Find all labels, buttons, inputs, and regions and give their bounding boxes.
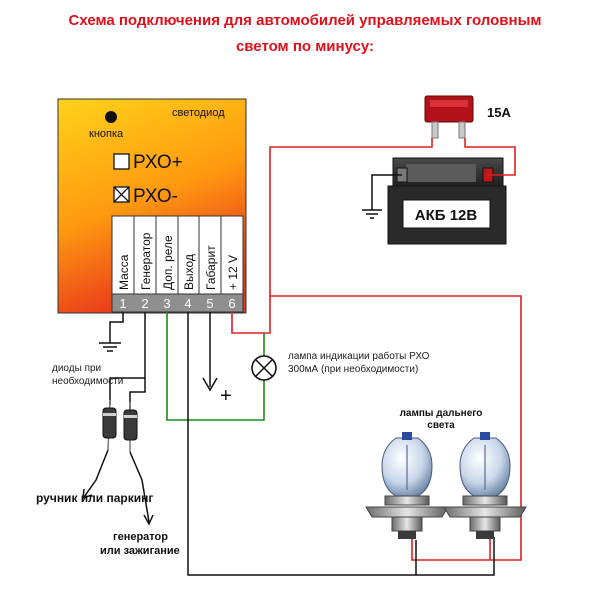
indicator-lamp-label-line-2: 300мА (при необходимости) [288, 363, 418, 375]
indicator-lamp-icon [251, 355, 277, 381]
battery-label: АКБ 12В [415, 207, 478, 224]
terminal-2-number: 2 [141, 296, 148, 311]
diodes-label-line-2: необходимости [52, 375, 123, 387]
generator-label-line-2: или зажигание [100, 545, 180, 557]
headlamp-left-icon [365, 432, 449, 539]
diode-2-icon [123, 402, 138, 452]
terminal-5-number: 5 [206, 296, 213, 311]
terminal-3-number: 3 [163, 296, 170, 311]
generator-label-line-1: генератор [113, 531, 168, 543]
button-label: кнопка [89, 128, 124, 140]
black-wires [83, 174, 495, 576]
headlamps-label-line-1: лампы дальнего [400, 408, 483, 419]
battery-icon [387, 157, 507, 245]
handbrake-arrow-icon [82, 488, 93, 500]
terminal-6-number: 6 [228, 296, 235, 311]
red-wires [231, 138, 522, 561]
mode-minus-label: РХО- [133, 186, 178, 207]
headlamp-right-icon [443, 432, 527, 539]
diode-1-icon [102, 399, 117, 451]
module-ground-icon [99, 342, 121, 352]
fuse-label: 15A [487, 105, 511, 120]
terminal-2-name: Генератор [139, 232, 153, 290]
terminal-1-name: Масса [117, 254, 131, 290]
mode-plus-checkbox[interactable] [113, 153, 130, 170]
terminal-6-name: + 12 V [226, 255, 240, 290]
fuse-icon [424, 95, 474, 139]
led-label: светодиод [172, 107, 225, 119]
diagram-title-line-2: светом по минусу: [235, 38, 375, 55]
diodes-label-line-1: диоды при [52, 363, 101, 374]
terminal-3-name: Доп. реле [161, 235, 175, 290]
plus-sign: + [220, 385, 232, 407]
battery-ground-icon [362, 209, 382, 219]
generator-arrow-icon [143, 514, 154, 526]
diagram-title-line-1: Схема подключения для автомобилей управл… [68, 12, 542, 29]
terminal-4-number: 4 [184, 296, 191, 311]
terminal-4-name: Выход [182, 254, 196, 290]
down-arrow-icon [202, 377, 218, 392]
terminal-block [111, 215, 244, 313]
mode-minus-checkbox[interactable] [113, 186, 130, 203]
green-wires [166, 312, 265, 421]
terminal-1-number: 1 [119, 296, 126, 311]
module-box: кнопка светодиод РХО+ РХО- Масса Генерат… [57, 98, 247, 314]
handbrake-label: ручник или паркинг [36, 491, 153, 505]
terminal-5-name: Габарит [204, 245, 218, 290]
headlamps-label-line-2: света [427, 420, 455, 431]
mode-plus-label: РХО+ [133, 152, 183, 173]
button-dot-icon[interactable] [105, 111, 117, 123]
indicator-lamp-label-line-1: лампа индикации работы РХО [288, 350, 430, 362]
